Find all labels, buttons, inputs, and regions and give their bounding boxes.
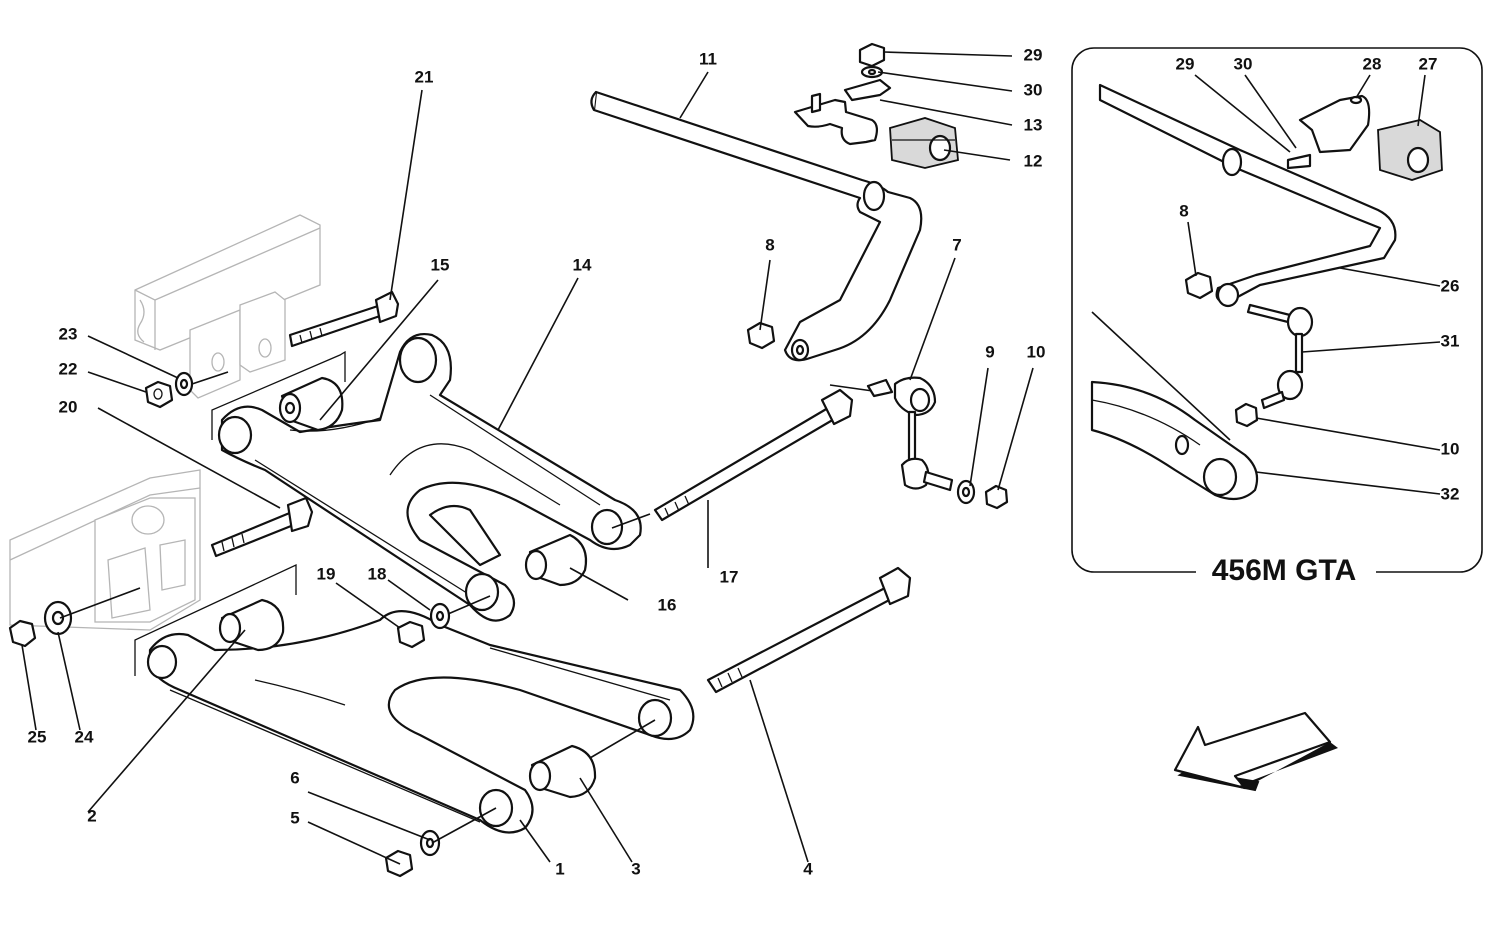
callout-23: 23 [59,324,78,343]
washer-18 [429,602,451,630]
inset-bush-27 [1377,119,1443,181]
bolt-4 [706,566,912,694]
bolt-17 [653,388,854,522]
bush-12 [889,117,959,169]
washer-6 [419,829,441,857]
callout-10: 10 [1027,342,1046,361]
callout-30: 30 [1024,80,1043,99]
drop-link-7 [866,376,954,492]
mounting-bracket-lower [134,563,297,676]
inset-anti-roll-bar [1098,83,1397,308]
nut-29 [858,42,886,68]
inset-callout-29: 29 [1176,54,1195,73]
inset-callout-31: 31 [1441,331,1460,350]
callout-18: 18 [368,564,387,583]
washer-24 [43,600,73,636]
inset-link-31 [1246,303,1314,410]
callout-21: 21 [415,67,434,86]
bushing-2 [218,598,285,652]
inset-washer-30 [1286,153,1312,170]
inset-callout-10: 10 [1441,439,1460,458]
callout-8: 8 [765,235,774,254]
callout-13: 13 [1024,115,1043,134]
callout-17: 17 [720,567,739,586]
chassis-frame-lower [9,469,201,631]
nut-19 [396,620,426,649]
leader-lines [21,51,1441,865]
inset-nut-10 [1234,402,1259,428]
callout-24: 24 [75,727,94,746]
callout-20: 20 [59,397,78,416]
callout-14: 14 [573,255,592,274]
callout-9: 9 [985,342,994,361]
anti-roll-bar [590,90,923,362]
callout-1: 1 [555,859,564,878]
bushing-3 [528,744,597,799]
callout-22: 22 [59,359,78,378]
callout-29: 29 [1024,45,1043,64]
washer-9 [956,479,976,505]
inset-clamp-28 [1298,94,1371,154]
callout-19: 19 [317,564,336,583]
callout-12: 12 [1024,151,1043,170]
nut-10 [984,484,1009,510]
nut-25 [8,619,37,648]
nut-8 [746,321,776,350]
washer-23-hole [179,378,189,390]
bolt-20 [210,496,314,558]
bolt-21 [288,290,400,348]
alignment-lines [59,371,881,844]
callout-25: 25 [28,727,47,746]
callout-4: 4 [803,859,813,878]
inset-nut-8 [1184,271,1214,300]
callout-15: 15 [431,255,450,274]
inset-wishbone-32 [1090,311,1259,501]
inset-callout-27: 27 [1419,54,1438,73]
callout-16: 16 [658,595,677,614]
callout-3: 3 [631,859,640,878]
inset-callout-32: 32 [1441,484,1460,503]
washer-30 [860,65,884,79]
lower-wishbone [146,504,695,834]
bushing-15 [278,376,344,432]
clamp-bracket-13 [793,78,892,146]
upper-wishbone [217,333,642,622]
callout-11: 11 [699,49,717,68]
bushing-16 [524,533,588,587]
chassis-frame-upper [134,214,321,399]
mounting-bracket-upper [211,350,346,440]
inset-callout-26: 26 [1441,276,1460,295]
inset-callout-28: 28 [1363,54,1382,73]
nut-22 [144,380,174,409]
direction-arrow [1173,711,1338,792]
inset-callout-8: 8 [1179,201,1188,220]
callout-5: 5 [290,808,299,827]
callout-2: 2 [87,806,96,825]
inset-title: 456M GTA [1212,554,1356,587]
inset-callout-30: 30 [1234,54,1253,73]
callout-7: 7 [952,235,961,254]
callout-6: 6 [290,768,299,787]
